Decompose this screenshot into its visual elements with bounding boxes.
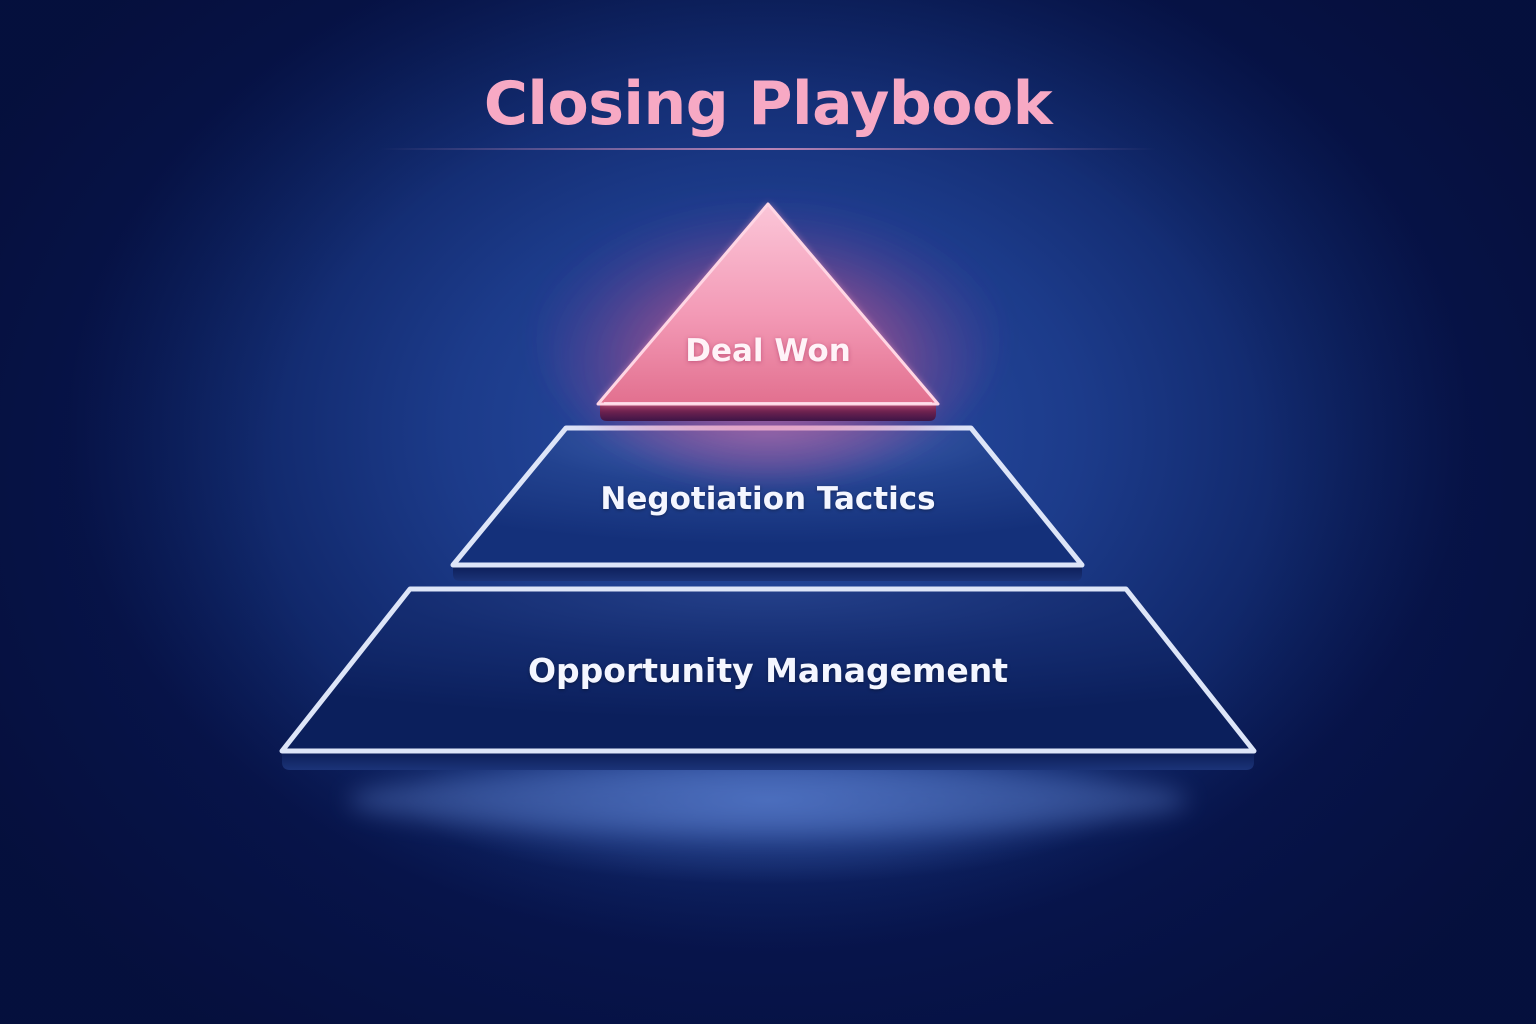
tier-top-base — [600, 405, 936, 421]
tier-bottom — [279, 586, 1257, 770]
tier-middle — [450, 425, 1085, 581]
tier-bottom-face — [279, 586, 1257, 754]
tier-top — [596, 202, 940, 421]
tier-bottom-base — [282, 752, 1254, 770]
tier-middle-label: Negotiation Tactics — [600, 481, 936, 517]
tier-top-label: Deal Won — [685, 333, 851, 369]
floor-glow — [348, 766, 1188, 834]
page-title: Closing Playbook — [483, 69, 1053, 139]
title-underline — [380, 148, 1156, 150]
tier-bottom-label: Opportunity Management — [528, 651, 1008, 690]
tier-middle-base — [453, 566, 1082, 581]
